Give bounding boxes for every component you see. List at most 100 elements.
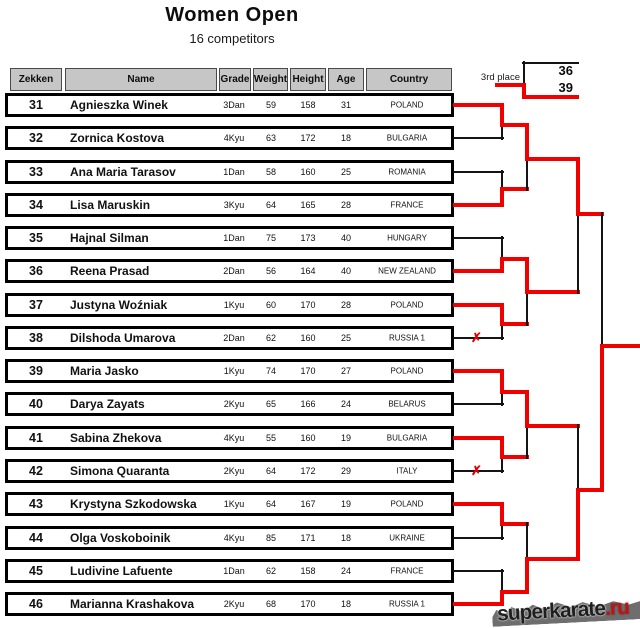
cell-height: 158	[300, 100, 316, 110]
cell-age: 28	[340, 300, 351, 310]
bracket-line-v	[500, 436, 504, 459]
bracket-line-h	[522, 95, 579, 99]
bracket-line-v	[500, 569, 504, 594]
cell-age: 19	[340, 499, 351, 509]
cell-grade: 2Kyu	[223, 466, 245, 476]
bracket-line-v	[525, 157, 529, 191]
bracket-line-v	[576, 424, 580, 492]
bracket-line-v	[525, 557, 529, 594]
bracket-line-v	[500, 455, 504, 473]
cell-weight: 60	[265, 300, 276, 310]
bracket-line-h	[576, 212, 604, 216]
bracket-line-v	[500, 369, 504, 394]
cell-name: Zornica Kostova	[70, 131, 165, 145]
cell-country: UKRAINE	[389, 533, 425, 543]
bracket-line-v	[500, 123, 504, 140]
cell-name: Justyna Woźniak	[70, 298, 168, 312]
cell-country: FRANCE	[390, 200, 424, 210]
bracket-line-v	[500, 257, 504, 273]
cell-country: BULGARIA	[386, 133, 428, 143]
bracket-line-h	[500, 123, 529, 127]
cell-zekken: 35	[29, 231, 43, 245]
cell-height: 158	[300, 566, 316, 576]
cell-grade: 1Dan	[223, 566, 245, 576]
cell-height: 160	[300, 167, 316, 177]
column-header-country: Country	[366, 68, 452, 91]
cell-country: RUSSIA 1	[388, 599, 425, 609]
cell-name: Krystyna Szkodowska	[70, 497, 197, 511]
column-header-zekken: Zekken	[10, 68, 62, 91]
cell-weight: 85	[265, 533, 276, 543]
cell-zekken: 34	[29, 198, 43, 212]
cell-age: 18	[340, 133, 351, 143]
cell-zekken: 37	[29, 298, 43, 312]
cell-zekken: 44	[29, 531, 43, 545]
cell-weight: 62	[265, 333, 276, 343]
cell-zekken: 45	[29, 564, 43, 578]
bracket-line-v	[500, 390, 504, 406]
bracket-line-h	[495, 83, 526, 87]
cell-height: 172	[300, 133, 316, 143]
bracket-line-h	[453, 336, 504, 340]
bracket-line-h	[453, 569, 504, 573]
bracket-line-v	[600, 344, 604, 492]
cell-grade: 2Dan	[223, 266, 245, 276]
bracket-line-h	[525, 557, 580, 561]
withdrawal-x-icon: ✗	[471, 463, 482, 478]
bracket-line-v	[500, 103, 504, 127]
bracket-line-h	[453, 136, 504, 140]
bracket-line-h	[453, 536, 504, 540]
cell-weight: 64	[265, 466, 276, 476]
cell-height: 173	[300, 233, 316, 243]
bracket-line-v	[500, 170, 504, 191]
cell-grade: 3Kyu	[223, 200, 245, 210]
cell-age: 40	[340, 266, 351, 276]
bracket-line-v	[522, 83, 526, 99]
cell-age: 31	[340, 100, 351, 110]
bracket-line-h	[453, 602, 504, 606]
cell-age: 27	[340, 366, 351, 376]
bracket-line-h	[500, 257, 529, 261]
cell-country: BELARUS	[388, 399, 426, 409]
cell-weight: 64	[265, 499, 276, 509]
bracket-line-v	[522, 61, 526, 87]
cell-name: Marianna Krashakova	[70, 597, 195, 611]
cell-name: Darya Zayats	[70, 397, 145, 411]
cell-height: 167	[300, 499, 316, 509]
bracket-line-v	[500, 322, 504, 340]
bracket-line-v	[576, 488, 580, 561]
cell-name: Olga Voskoboinik	[70, 531, 171, 545]
cell-height: 170	[300, 599, 316, 609]
bracket-line-v	[576, 157, 580, 216]
bracket-line-h	[500, 455, 529, 459]
cell-zekken: 31	[29, 98, 43, 112]
cell-weight: 59	[265, 100, 276, 110]
bracket-line-h	[453, 203, 504, 207]
cell-age: 25	[340, 333, 351, 343]
bracket-line-h	[453, 469, 504, 473]
bracket-line-h	[453, 502, 504, 506]
bracket-line-h	[522, 61, 579, 65]
cell-grade: 2Kyu	[223, 599, 245, 609]
cell-name: Ludivine Lafuente	[70, 564, 173, 578]
cell-zekken: 42	[29, 464, 43, 478]
cell-name: Dilshoda Umarova	[70, 331, 176, 345]
watermark-domain: superkarate	[496, 596, 606, 626]
cell-name: Simona Quaranta	[70, 464, 170, 478]
bracket-line-v	[500, 303, 504, 326]
column-header-grade: Grade	[219, 68, 251, 91]
bracket-line-h	[453, 269, 504, 273]
cell-country: POLAND	[390, 366, 424, 376]
cell-zekken: 43	[29, 497, 43, 511]
bracket-line-h	[500, 522, 529, 526]
cell-weight: 62	[265, 566, 276, 576]
